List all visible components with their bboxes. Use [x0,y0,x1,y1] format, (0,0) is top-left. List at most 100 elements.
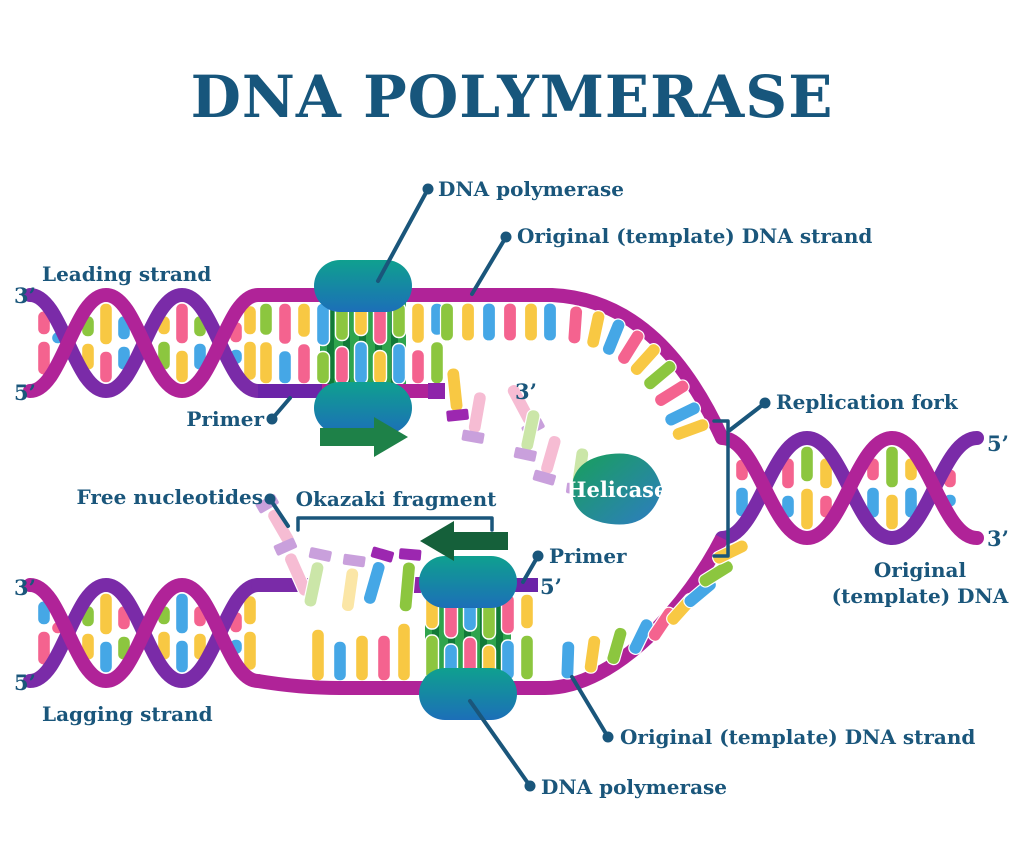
nucleotide-cap [513,447,537,462]
nucleotide-cap [370,546,395,563]
nucleotide-bar [560,640,576,680]
base-bottom [174,639,190,674]
nucleotide-bar [362,560,386,606]
primer-bottom-dot [532,550,544,562]
original-template-top-leader [470,235,508,296]
leading-strand-end-cap [428,383,445,399]
nucleotide [671,418,710,442]
nucleotide [698,559,735,588]
lagging-strand-helix [23,577,265,689]
base-top [98,302,114,346]
original-template-bottom-label: Original (template) DNA strand [620,725,975,749]
nucleotide [513,409,541,462]
base-bottom [353,340,369,385]
base-top [174,302,190,345]
okazaki-fragment-label: Okazaki fragment [296,487,497,511]
helicase-label: Helicase [567,477,668,502]
nucleotide [340,553,366,613]
nucleotide [616,329,645,366]
nucleotide [398,548,422,613]
nucleotide-bar [567,305,584,345]
base-bottom [174,349,190,384]
nucleotide-bar [616,329,645,366]
nucleotide [583,634,602,674]
base-bottom [258,340,274,385]
template-strand-bottom [256,534,729,695]
base-bottom [410,348,426,385]
base-bottom [242,630,258,672]
nucleotide-bar [481,302,497,342]
base-pairs [258,302,535,682]
free-nucleotides-label: Free nucleotides [76,485,263,509]
nucleotide-cap [273,537,298,556]
template-5-prime-label: 5’ [987,431,1009,456]
nucleotide-bar [601,318,626,357]
base-bottom [98,350,114,384]
base-bottom [277,349,293,385]
nucleotide [446,367,469,422]
nucleotide [653,379,690,408]
base-bottom [296,342,312,385]
original-template-dna-label-line1: Original [874,558,967,582]
nucleotide-bar [664,401,702,427]
base-top [258,302,274,337]
original-template-bottom-dot [602,731,614,743]
annotations [264,183,771,792]
diagram-title: DNA POLYMERASE [191,63,834,131]
synthesis-arrows [320,417,508,561]
lagging-synthesis-arrow-icon [420,521,508,561]
nucleotides [255,302,749,680]
primer-top-dot [266,413,278,425]
nucleotide [664,401,702,427]
dna-polymerase-top-dot [422,183,434,195]
nucleotide [586,310,606,349]
nucleotide-bar [502,302,518,342]
template-base [376,634,392,682]
leading-5-prime-label: 5’ [14,380,36,405]
primer-top-label: Primer [186,407,264,431]
helicase-enzyme: Helicase [567,453,668,525]
dna-strand-front [23,287,265,399]
labels: DNA POLYMERASE Leading strand 3’ 5’ DNA … [14,63,1009,799]
base-bottom [372,349,388,385]
replication-fork-dot [759,397,771,409]
lagging-strand-label: Lagging strand [42,702,213,726]
replication-fork-leader [728,401,767,432]
original-template-top-label: Original (template) DNA strand [517,224,872,248]
base-bottom [98,640,114,674]
nucleotide-cap [446,408,469,422]
primer-bottom-label: Primer [549,544,627,568]
dna-polymerase-bottom-label: DNA polymerase [541,775,727,799]
base-top [174,592,190,635]
base-top [519,593,535,630]
base-bottom [242,340,258,382]
nucleotide [642,359,677,391]
leading-synthesis-arrow-icon [320,417,408,457]
nucleotide [567,305,584,345]
dna-polymerase-top-leader [376,187,430,283]
polymerase-cap [314,382,412,434]
leading-strand-label: Leading strand [42,262,211,286]
original-template-dna-label-line2: (template) DNA [832,584,1009,608]
base-top [410,302,426,345]
base-bottom [429,340,445,385]
nucleotide [628,618,654,656]
nucleotide [542,302,558,342]
nucleotide [560,640,576,680]
nucleotide [273,537,312,597]
nucleotide-bar [606,626,628,666]
nucleotide-bar [439,302,455,342]
nucleotide-bar [671,418,710,442]
template-base [332,640,348,682]
nucleotide-bar [642,359,677,391]
base-bottom [334,345,350,385]
nucleotide-bar [340,567,360,613]
nucleotide [523,302,539,342]
nucleotide [606,626,628,666]
nucleotide-cap [461,429,485,444]
nucleotide-bar [586,310,606,349]
template-strand-top [258,288,729,441]
polymerase-cap [419,556,517,608]
template-base [396,622,412,682]
